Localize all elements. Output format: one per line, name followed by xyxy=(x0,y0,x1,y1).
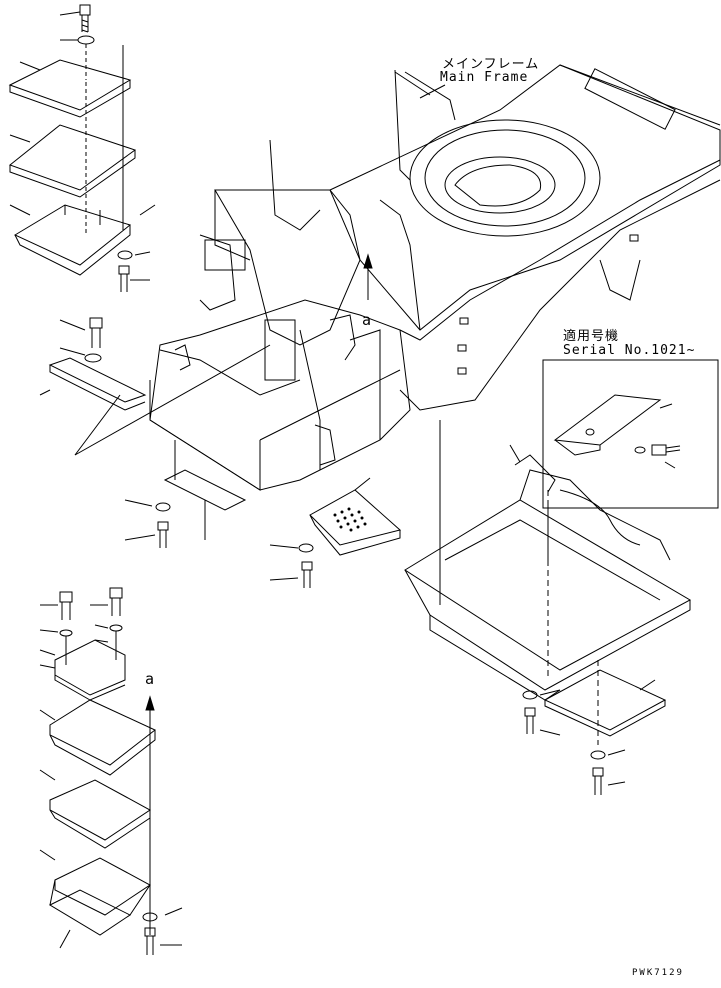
cover-plate-2 xyxy=(10,125,135,190)
center-bottom-plate xyxy=(125,440,313,588)
main-frame-label-jp: メインフレーム xyxy=(442,57,540,72)
main-frame-leader xyxy=(420,85,445,98)
bolt-top-left xyxy=(80,5,90,32)
right-under-cover xyxy=(405,420,690,700)
serial-inset xyxy=(543,360,718,508)
inset-bracket xyxy=(555,395,660,445)
cover-tray-3 xyxy=(15,205,130,265)
drawing-code: PWK7129 xyxy=(632,968,684,978)
swing-circle xyxy=(410,120,600,236)
serial-label-en: Serial No.1021~ xyxy=(563,343,696,358)
bolt-left-2 xyxy=(119,266,129,292)
right-small-plate xyxy=(523,660,665,795)
bolt-left-3 xyxy=(90,318,102,348)
callout-a-center: a xyxy=(362,311,373,329)
washer-top-left xyxy=(78,36,94,44)
cover-plate-1 xyxy=(10,60,130,110)
main-frame-label-en: Main Frame xyxy=(440,70,529,85)
washer-left-3 xyxy=(85,354,101,362)
serial-label-jp: 適用号機 xyxy=(563,329,620,344)
left-bracket xyxy=(50,358,145,402)
top-left-cover-stack xyxy=(10,5,155,292)
bottom-left-stack xyxy=(40,588,182,955)
washer-left-2 xyxy=(118,251,132,259)
perforated-plate xyxy=(310,478,400,555)
left-bracket-group xyxy=(40,318,270,455)
main-frame xyxy=(150,65,720,490)
callout-a-bottom: a xyxy=(145,670,156,688)
